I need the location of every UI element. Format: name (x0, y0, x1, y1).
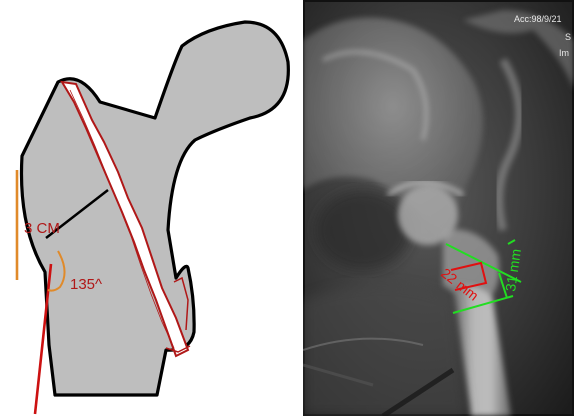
overlay-line-im: Im (559, 48, 569, 58)
femur-diagram: 3 CM 135^ (0, 0, 300, 416)
femur-bone-shape (21, 22, 288, 395)
angle-label: 135^ (70, 276, 102, 293)
xray-image-svg: Acc:98/9/21 S Im 31 mm 22 mm (303, 0, 574, 416)
length-label: 3 CM (24, 220, 60, 237)
xray-image: Acc:98/9/21 S Im 31 mm 22 mm (303, 0, 574, 416)
overlay-line-s: S (565, 32, 571, 42)
accession-text: Acc:98/9/21 (514, 14, 562, 24)
femur-diagram-svg: 3 CM 135^ (0, 0, 300, 416)
